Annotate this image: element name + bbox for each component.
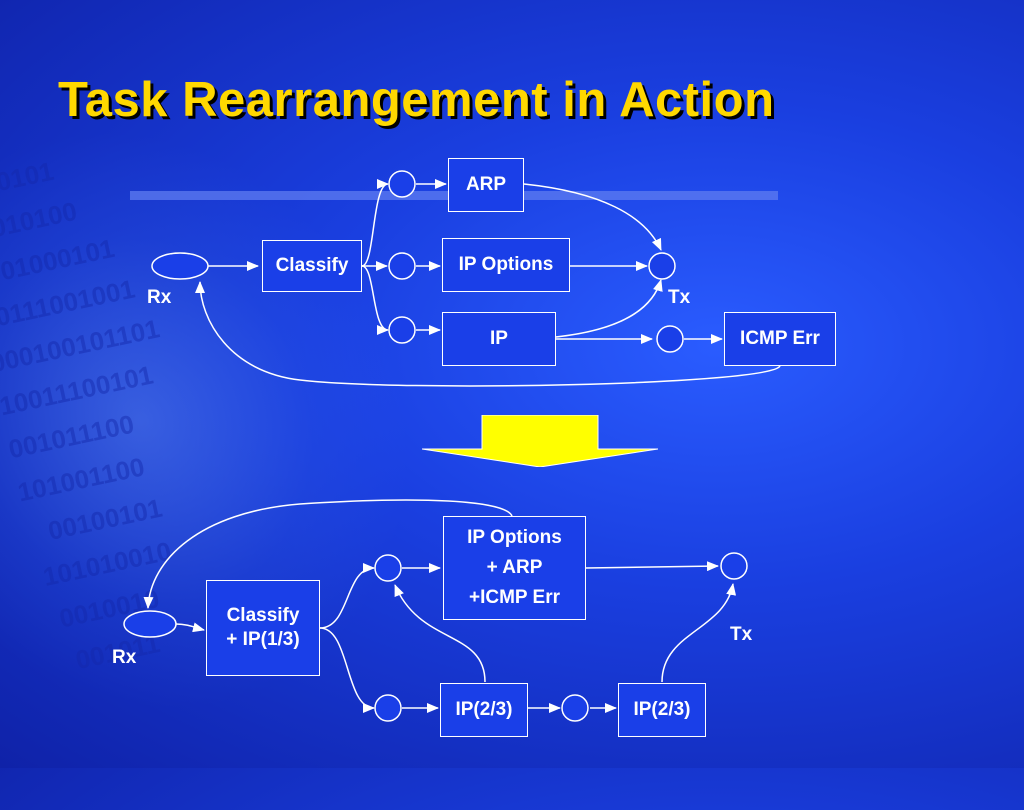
- rx-label-bottom: Rx: [112, 647, 137, 668]
- tx-node-top: [648, 252, 676, 280]
- edge-icmp-rx: [195, 281, 781, 387]
- edge-arp-tx: [523, 183, 662, 251]
- classify-ip-line-2: + IP(1/3): [226, 629, 300, 650]
- arp-label: ARP: [465, 174, 507, 195]
- edge-classify-node-ip: [361, 265, 389, 335]
- slide-title: Task Rearrangement in Action: [58, 73, 775, 127]
- edge-b-combo-rx: [143, 499, 513, 609]
- classify-label: Classify: [275, 255, 349, 276]
- edge-b-ip23a-back: [394, 584, 486, 683]
- node-icmp: [656, 325, 684, 353]
- combo-line-1: IP Options: [467, 527, 562, 548]
- edge-classify-node-arp: [361, 179, 389, 267]
- edge-b-classify-node-top: [319, 563, 375, 629]
- classify-ip-box: Classify + IP(1/3): [206, 580, 320, 676]
- ip-options-arp-icmp-box: IP Options + ARP +ICMP Err: [443, 516, 586, 620]
- ip-2-3-label-a: IP(2/3): [455, 699, 513, 720]
- ip-2-3-label-b: IP(2/3): [633, 699, 691, 720]
- combo-line-2: + ARP: [486, 557, 543, 578]
- edge-b-classify-node-bottom: [319, 627, 375, 713]
- rx-node-bottom: [123, 610, 177, 638]
- node-ipoptions: [388, 252, 416, 280]
- ip-options-label: IP Options: [458, 254, 554, 275]
- edge-b-rx-classify: [175, 622, 205, 633]
- tx-label-top: Tx: [668, 287, 691, 308]
- node-b-top: [374, 554, 402, 582]
- edge-b-combo-tx: [585, 561, 719, 572]
- ip-box: IP: [442, 312, 556, 366]
- classify-box: Classify: [262, 240, 362, 292]
- node-arp: [388, 170, 416, 198]
- node-b-bottom: [374, 694, 402, 722]
- node-b-middle: [561, 694, 589, 722]
- rx-label-top: Rx: [147, 287, 172, 308]
- tx-node-bottom: [720, 552, 748, 580]
- combo-line-3: +ICMP Err: [469, 587, 560, 608]
- transform-arrow-icon: [422, 415, 658, 467]
- arp-box: ARP: [448, 158, 524, 212]
- icmp-err-box: ICMP Err: [724, 312, 836, 366]
- rx-node-top: [151, 252, 209, 280]
- node-ip: [388, 316, 416, 344]
- ip-2-3-box-b: IP(2/3): [618, 683, 706, 737]
- icmp-err-label: ICMP Err: [740, 328, 820, 349]
- tx-label-bottom: Tx: [730, 624, 753, 645]
- classify-ip-line-1: Classify: [226, 605, 300, 626]
- ip-2-3-box-a: IP(2/3): [440, 683, 528, 737]
- edge-ip-tx: [555, 279, 663, 338]
- ip-label: IP: [490, 328, 508, 349]
- edge-b-ip23b-tx: [661, 583, 737, 683]
- flow-diagram: [123, 170, 781, 722]
- ip-options-box: IP Options: [442, 238, 570, 292]
